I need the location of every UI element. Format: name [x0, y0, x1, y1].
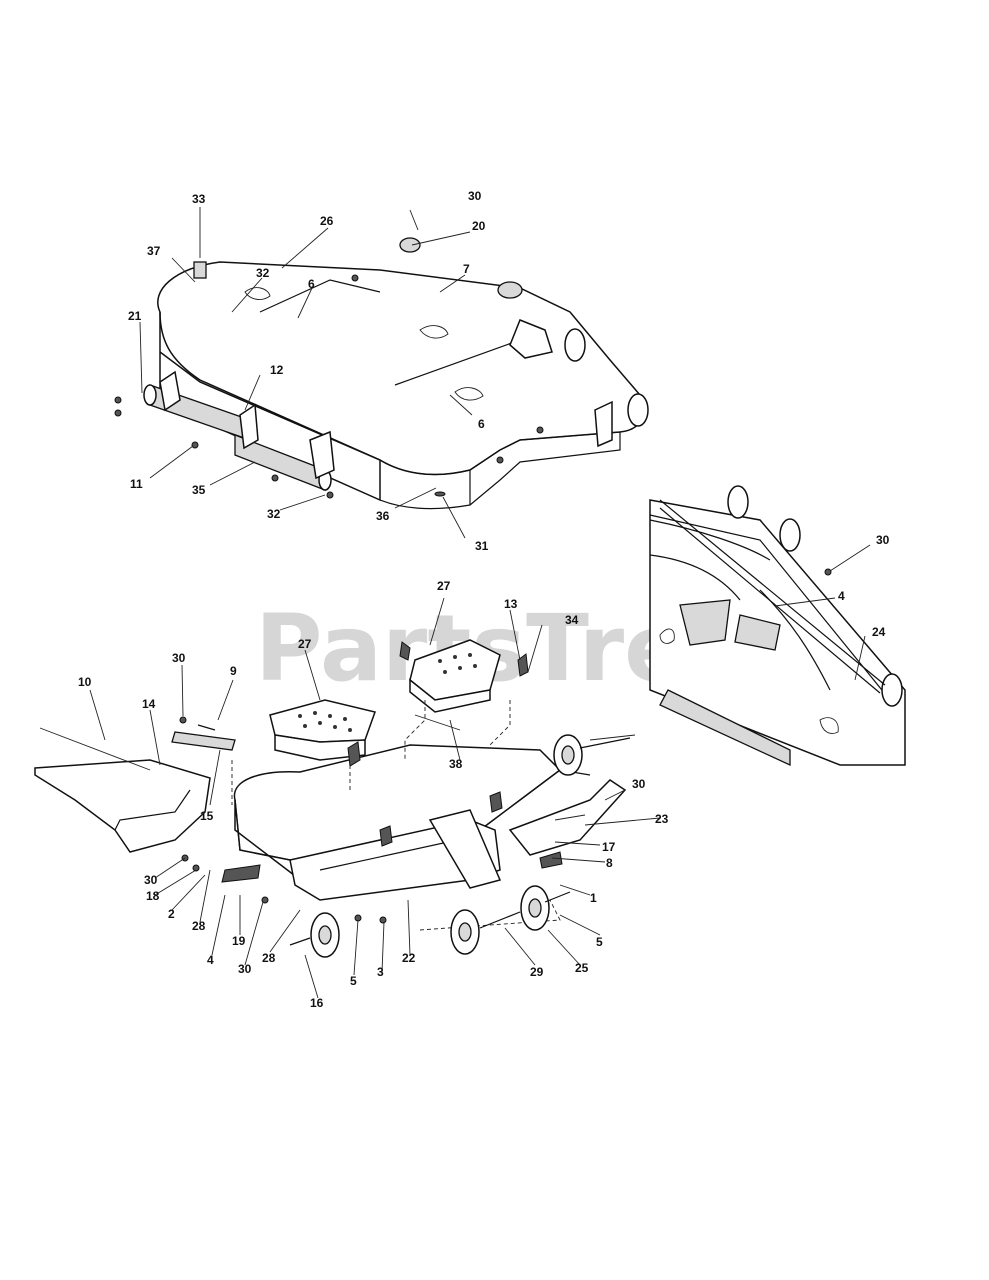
callout-3: 3 — [377, 965, 384, 979]
callout-30-l3: 30 — [144, 873, 158, 887]
callout-10: 10 — [78, 675, 92, 689]
callout-20: 20 — [472, 219, 486, 233]
callout-12: 12 — [270, 363, 284, 377]
detail-wheel-3 — [881, 673, 903, 707]
caster-wheel-upper-2 — [627, 393, 649, 427]
caster-wheel-upper-1 — [564, 328, 586, 362]
callout-8: 8 — [606, 856, 613, 870]
callout-16: 16 — [310, 996, 324, 1010]
callout-11: 11 — [130, 477, 143, 491]
callout-34: 34 — [565, 613, 579, 627]
callout-29: 29 — [530, 965, 544, 979]
spring-33 — [193, 261, 207, 279]
callout-27a: 27 — [437, 579, 451, 593]
callout-30-l4: 30 — [238, 962, 252, 976]
callout-15: 15 — [200, 809, 214, 823]
callout-1: 1 — [590, 891, 597, 905]
callout-19: 19 — [232, 934, 246, 948]
callout-30: 30 — [468, 189, 482, 203]
detail-callout-24: 24 — [872, 625, 886, 639]
callout-25: 25 — [575, 961, 589, 975]
lower-deck-assembly — [34, 597, 661, 999]
callout-26: 26 — [320, 214, 334, 228]
callout-5b: 5 — [350, 974, 357, 988]
discharge-chute — [34, 759, 211, 853]
upper-callouts: 33 37 32 26 30 20 7 6 21 12 6 11 35 32 3… — [128, 189, 489, 553]
callout-22: 22 — [402, 951, 416, 965]
upper-deck-assembly — [114, 207, 649, 539]
callout-35: 35 — [192, 483, 206, 497]
callout-6b: 6 — [478, 417, 485, 431]
callout-28a: 28 — [192, 919, 206, 933]
callout-21: 21 — [128, 309, 142, 323]
callout-9: 9 — [230, 664, 237, 678]
detail-callout-30: 30 — [876, 533, 890, 547]
detail-callout-4: 4 — [838, 589, 845, 603]
callout-27b: 27 — [298, 637, 312, 651]
callout-38: 38 — [449, 757, 463, 771]
step-plate-holes — [298, 653, 477, 732]
callout-23: 23 — [655, 812, 669, 826]
step-plate-left — [269, 699, 376, 743]
callout-6a: 6 — [308, 277, 315, 291]
callout-31: 31 — [475, 539, 489, 553]
callout-32b: 32 — [267, 507, 281, 521]
callout-30-l1: 30 — [172, 651, 186, 665]
upper-deck-shell — [157, 261, 645, 476]
callout-17: 17 — [602, 840, 616, 854]
callout-5a: 5 — [596, 935, 603, 949]
callout-30-l2: 30 — [632, 777, 646, 791]
callout-13: 13 — [504, 597, 518, 611]
detail-wheel-1 — [727, 485, 749, 519]
callout-33: 33 — [192, 192, 206, 206]
callout-28b: 28 — [262, 951, 276, 965]
callout-18: 18 — [146, 889, 160, 903]
callout-36: 36 — [376, 509, 390, 523]
detail-view: 30 4 24 — [649, 485, 906, 767]
callout-32: 32 — [256, 266, 270, 280]
callout-7: 7 — [463, 262, 470, 276]
callout-4: 4 — [207, 953, 214, 967]
callout-2: 2 — [168, 907, 175, 921]
lower-callouts: 27 13 34 27 30 9 10 14 38 15 30 23 17 8 … — [78, 579, 669, 1010]
detail-wheel-2 — [779, 518, 801, 552]
callout-14: 14 — [142, 697, 156, 711]
callout-37: 37 — [147, 244, 161, 258]
